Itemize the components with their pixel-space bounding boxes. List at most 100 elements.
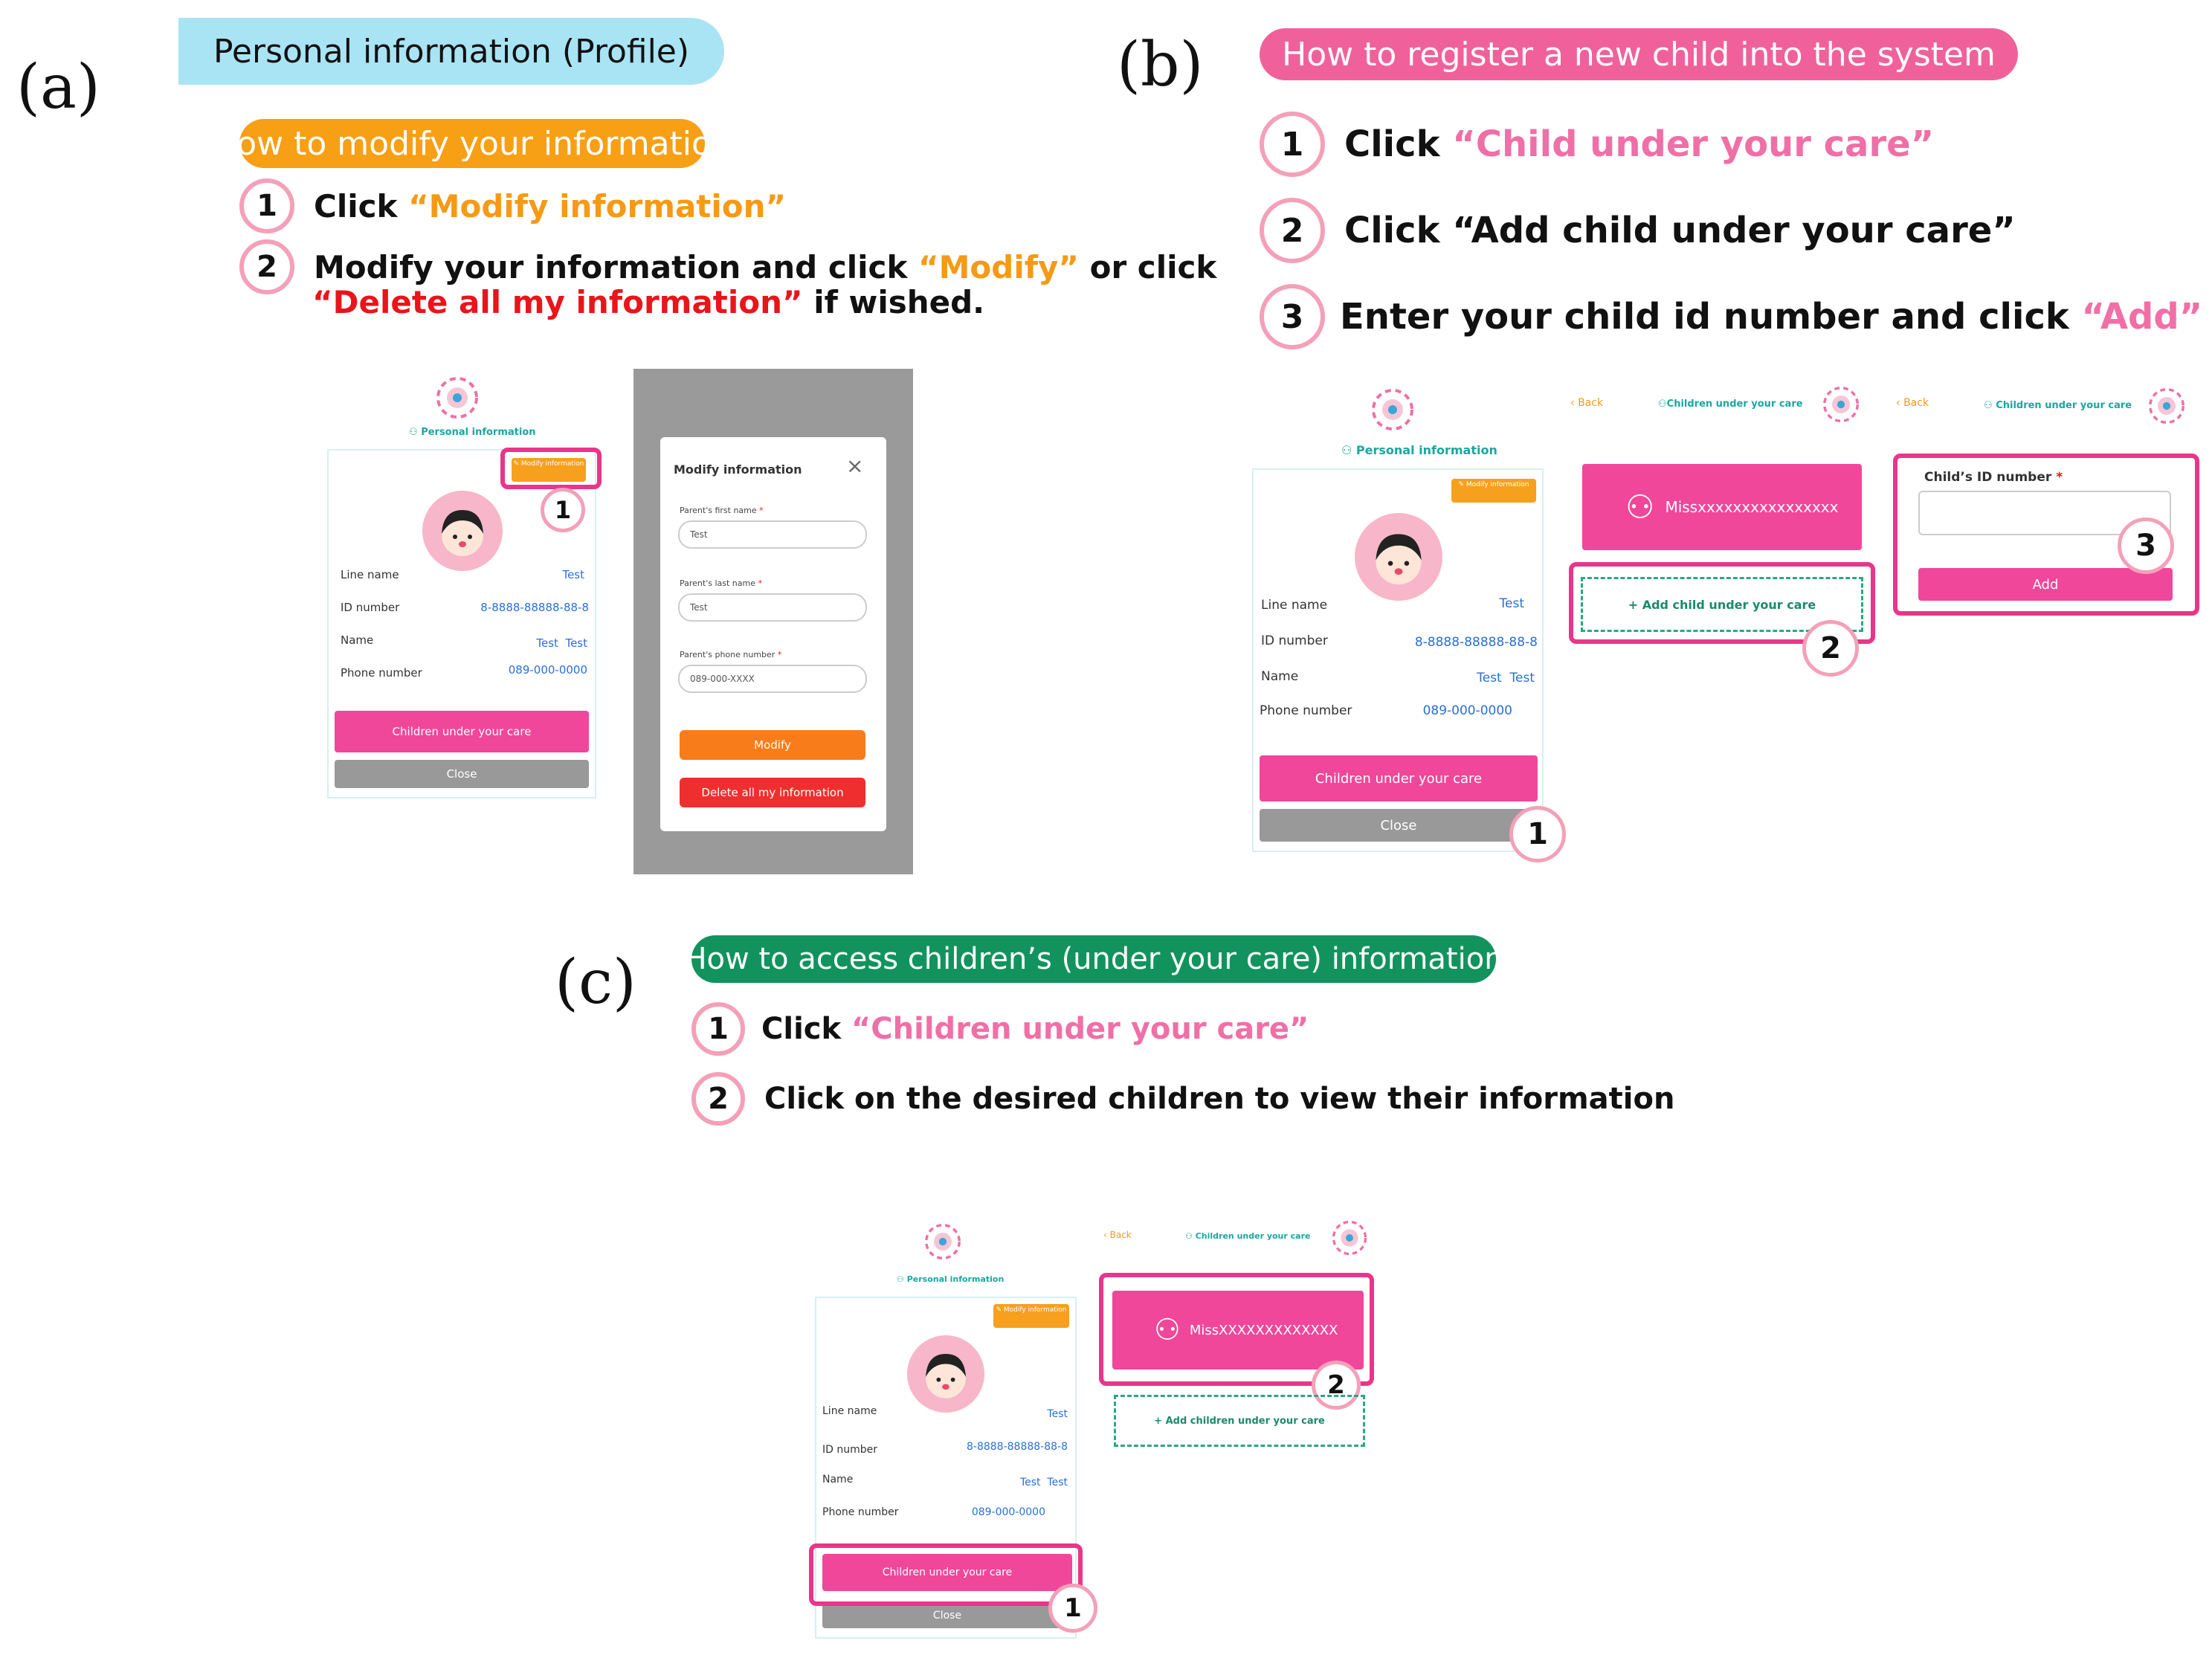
chevron-left-icon: ‹ xyxy=(1103,1230,1110,1240)
phone-label: Phone number xyxy=(341,666,422,680)
first-name-field[interactable]: Test xyxy=(678,520,867,549)
girl-avatar-icon xyxy=(926,1354,966,1398)
name-value: Test Test xyxy=(536,636,587,650)
user-icon: ⚇ xyxy=(1185,1231,1196,1241)
id-number-value: 8-8888-88888-88-8 xyxy=(480,601,589,614)
phone-label: Parent's phone number * xyxy=(680,650,782,659)
modify-information-button[interactable]: ✎ Modify information xyxy=(993,1304,1069,1328)
id-number-value: 8-8888-88888-88-8 xyxy=(966,1441,1068,1453)
id-number-value: 8-8888-88888-88-8 xyxy=(1414,635,1538,650)
user-icon: ⚇ xyxy=(1984,400,1996,411)
last-name-field[interactable]: Test xyxy=(678,593,867,622)
child-id-label: Child’s ID number * xyxy=(1924,470,2063,485)
user-icon: ⚇ xyxy=(1658,399,1667,410)
childwecare-logo xyxy=(2149,388,2184,424)
add-children-button[interactable]: + Add children under your care xyxy=(1114,1395,1365,1447)
add-child-button[interactable]: + Add child under your care xyxy=(1581,577,1863,632)
section-b-step-3: 3 Enter your child id number and click “… xyxy=(1260,284,2202,349)
close-button[interactable]: Close xyxy=(822,1603,1072,1628)
childwecare-logo xyxy=(1372,389,1413,430)
chevron-left-icon: ‹ xyxy=(1896,397,1904,409)
phone-field[interactable]: 089-000-XXXX xyxy=(678,665,867,693)
step-number: 1 xyxy=(239,178,294,233)
children-header-text: Children under your care xyxy=(1195,1231,1311,1241)
childwecare-logo xyxy=(1332,1220,1367,1256)
back-link[interactable]: ‹ Back xyxy=(1103,1230,1132,1240)
line-name-label: Line name xyxy=(1261,598,1328,613)
modify-information-label: Modify information xyxy=(1465,481,1529,488)
modify-information-label: Modify information xyxy=(520,460,584,468)
section-c-step-1: 1 Click “Children under your care” xyxy=(691,1002,1309,1056)
children-header: ⚇Children under your care xyxy=(1658,399,1803,410)
section-a-banner-text: Personal information (Profile) xyxy=(213,32,690,71)
step-highlight-delete: “Delete all my information” xyxy=(312,284,803,320)
step-text-suffix: if wished. xyxy=(802,284,985,320)
close-button[interactable]: Close xyxy=(1260,809,1538,842)
step-highlight: “Child under your care” xyxy=(1452,123,1935,165)
back-label: Back xyxy=(1903,397,1929,409)
phone-value: 089-000-0000 xyxy=(508,663,587,677)
id-number-label: ID number xyxy=(341,601,400,614)
pencil-icon: ✎ xyxy=(513,460,521,468)
pencil-icon: ✎ xyxy=(996,1306,1004,1314)
panel-label-a: (a) xyxy=(16,52,100,123)
step-text: Click xyxy=(761,1012,852,1046)
avatar xyxy=(907,1335,984,1413)
close-icon[interactable]: × xyxy=(846,454,864,478)
line-name-value: Test xyxy=(1499,596,1524,611)
section-a-step-2-line2: “Delete all my information” if wished. xyxy=(312,284,984,320)
step-highlight-modify: “Modify” xyxy=(918,248,1079,285)
child-item[interactable]: ⚇MissXXXXXXXXXXXXX xyxy=(1112,1291,1364,1370)
children-under-care-button[interactable]: Children under your care xyxy=(822,1554,1072,1591)
personal-info-header: ⚇ Personal information xyxy=(1341,443,1497,457)
modify-information-button[interactable]: ✎ Modify information xyxy=(512,458,586,482)
childwecare-logo xyxy=(436,377,478,419)
pencil-icon: ✎ xyxy=(1458,481,1466,488)
step-number: 3 xyxy=(1260,284,1325,349)
step-highlight: “Children under your care” xyxy=(851,1012,1309,1046)
last-name-label: Parent's last name * xyxy=(680,578,762,588)
id-number-label: ID number xyxy=(1261,633,1328,648)
child-name: MissXXXXXXXXXXXXX xyxy=(1189,1322,1338,1338)
children-header: ⚇ Children under your care xyxy=(1984,400,2132,411)
section-a-step-1: 1 Click “Modify information” xyxy=(239,178,786,233)
add-button[interactable]: Add xyxy=(1918,568,2173,601)
profile-card-c: ✎ Modify information Line name Test ID n… xyxy=(815,1297,1077,1639)
childwecare-logo xyxy=(925,1224,961,1259)
name-label: Name xyxy=(1261,669,1299,684)
section-a-banner: Personal information (Profile) xyxy=(178,18,724,85)
callout-1: 1 xyxy=(1048,1584,1097,1633)
close-button[interactable]: Close xyxy=(335,760,589,788)
modify-button[interactable]: Modify xyxy=(680,730,865,760)
modal-title: Modify information xyxy=(674,462,802,477)
children-under-care-button[interactable]: Children under your care xyxy=(335,711,589,752)
delete-all-button[interactable]: Delete all my information xyxy=(680,778,865,807)
modify-modal: Modify information × Parent's first name… xyxy=(660,437,886,831)
line-name-value: Test xyxy=(562,568,584,581)
modify-information-button[interactable]: ✎ Modify information xyxy=(1451,479,1536,503)
profile-card-b: ✎ Modify information Line name Test ID n… xyxy=(1252,468,1544,852)
child-item[interactable]: ⚇Missxxxxxxxxxxxxxxxx xyxy=(1582,464,1862,550)
section-b-banner: How to register a new child into the sys… xyxy=(1260,28,2018,80)
section-b-step-2: 2 Click “Add child under your care” xyxy=(1260,198,2016,263)
step-text: Enter your child id number and click xyxy=(1340,296,2082,338)
step-text: Click xyxy=(314,187,409,225)
phone-value: 089-000-0000 xyxy=(1422,703,1512,718)
step-number: 2 xyxy=(1260,198,1325,263)
section-c-step-2: 2 Click on the desired children to view … xyxy=(691,1072,1674,1126)
step-number: 1 xyxy=(691,1002,745,1056)
step-text: Modify your information and click xyxy=(314,248,919,285)
children-header-text: Children under your care xyxy=(1666,399,1803,410)
first-name-label: Parent's first name * xyxy=(680,506,764,515)
user-icon: ⚇ xyxy=(1625,488,1655,526)
children-under-care-button[interactable]: Children under your care xyxy=(1260,755,1538,801)
personal-info-header: ⚇ Personal information xyxy=(409,427,536,438)
user-icon: ⚇ xyxy=(1341,443,1356,457)
callout-1: 1 xyxy=(1509,806,1566,862)
girl-avatar-icon xyxy=(1376,534,1422,585)
back-link[interactable]: ‹ Back xyxy=(1896,397,1929,409)
back-link[interactable]: ‹ Back xyxy=(1570,397,1603,409)
child-id-input[interactable] xyxy=(1918,491,2171,535)
step-text-mid: or click xyxy=(1078,248,1217,285)
personal-info-header-text: Personal information xyxy=(906,1274,1005,1284)
